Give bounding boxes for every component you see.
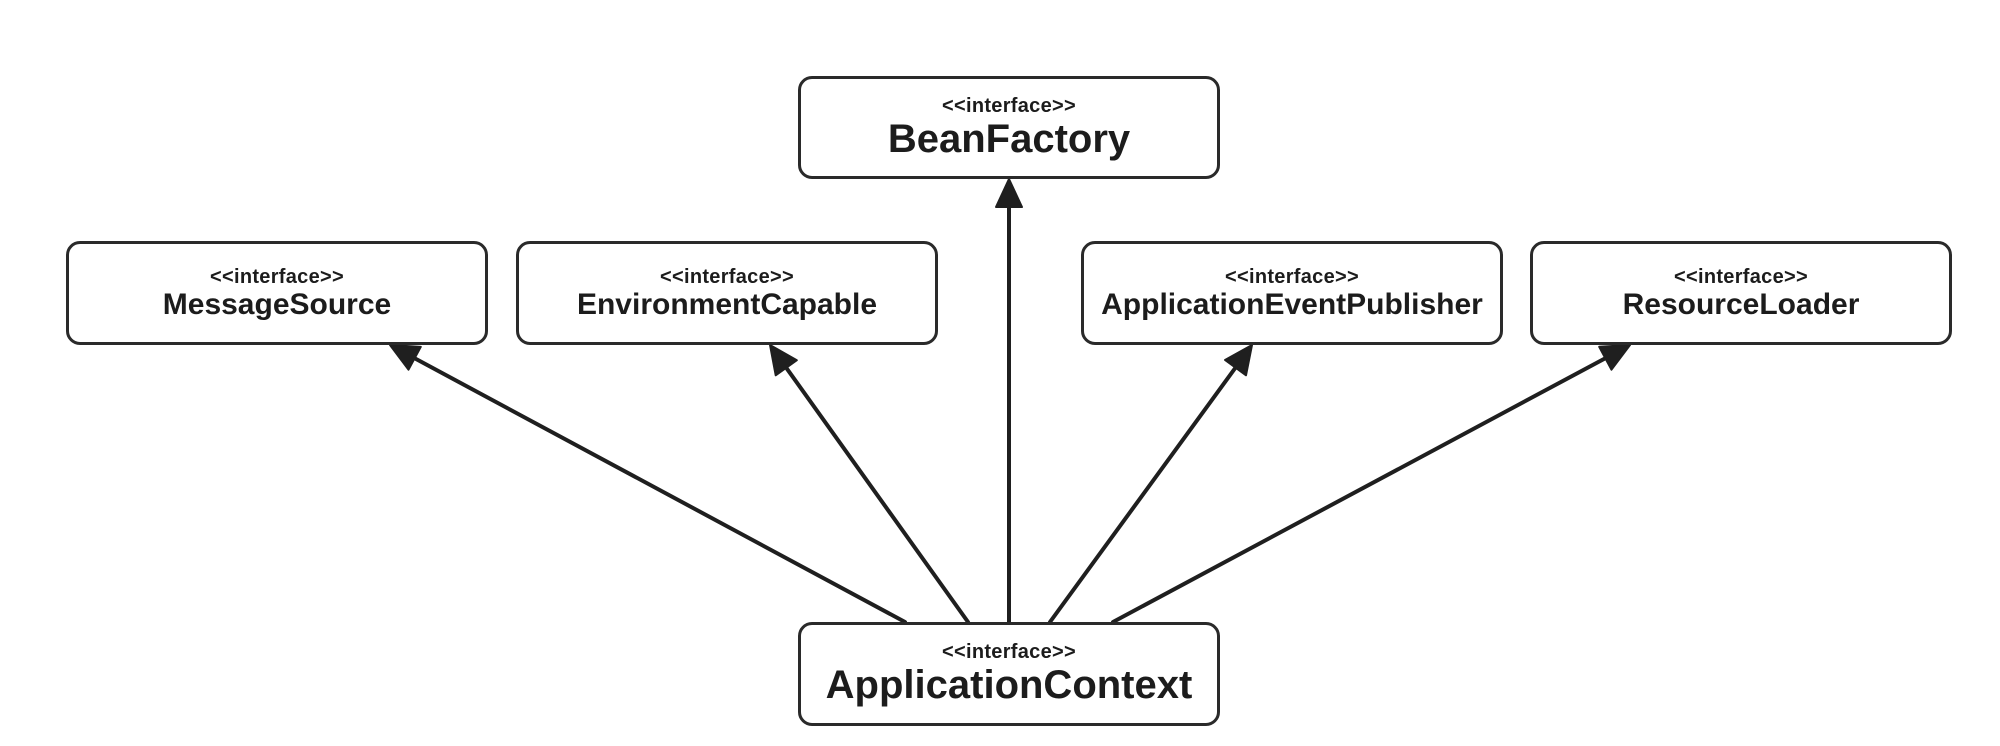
arrowhead-environment-capable xyxy=(769,344,798,377)
node-name: EnvironmentCapable xyxy=(576,287,878,321)
node-name: ApplicationContext xyxy=(825,663,1193,707)
bean-factory-node: <<interface>> BeanFactory xyxy=(798,76,1220,179)
stereotype-label: <<interface>> xyxy=(1225,265,1359,288)
edge-line-message-source xyxy=(412,356,907,624)
arrowhead-message-source xyxy=(389,344,422,371)
stereotype-label: <<interface>> xyxy=(210,265,344,288)
arrowhead-application-event-publisher xyxy=(1223,344,1253,377)
node-name: ApplicationEventPublisher xyxy=(1101,287,1483,321)
node-name: BeanFactory xyxy=(887,116,1131,161)
application-event-publisher-node: <<interface>> ApplicationEventPublisher xyxy=(1081,241,1503,345)
stereotype-label: <<interface>> xyxy=(1674,265,1808,288)
node-name: ResourceLoader xyxy=(1622,287,1860,321)
node-name: MessageSource xyxy=(162,287,392,321)
environment-capable-node: <<interface>> EnvironmentCapable xyxy=(516,241,938,345)
resource-loader-node: <<interface>> ResourceLoader xyxy=(1530,241,1952,345)
edge-line-application-event-publisher xyxy=(1048,365,1238,624)
stereotype-label: <<interface>> xyxy=(942,94,1076,117)
stereotype-label: <<interface>> xyxy=(942,641,1076,663)
arrowhead-resource-loader xyxy=(1598,344,1631,371)
application-context-node: <<interface>> ApplicationContext xyxy=(798,622,1220,726)
edge-line-environment-capable xyxy=(784,365,970,624)
edge-line-resource-loader xyxy=(1111,356,1608,624)
arrowhead-bean-factory xyxy=(995,178,1023,208)
message-source-node: <<interface>> MessageSource xyxy=(66,241,488,345)
stereotype-label: <<interface>> xyxy=(660,265,794,288)
